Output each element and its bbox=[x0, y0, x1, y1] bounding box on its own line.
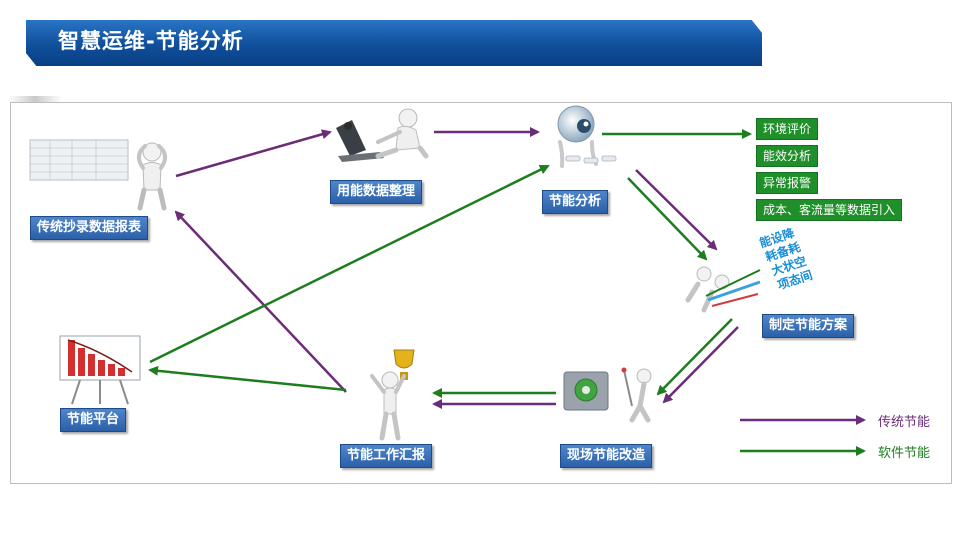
tab-shadow bbox=[8, 96, 62, 102]
arrow-platform-to-analysis-sw bbox=[149, 164, 550, 364]
platform-illustration bbox=[59, 335, 141, 405]
software-arrows bbox=[148, 129, 752, 398]
node-plan-label: 制定节能方案 bbox=[762, 314, 855, 338]
output-tag: 环境评价 bbox=[756, 118, 819, 140]
output-tag: 成本、客流量等数据引入 bbox=[756, 199, 903, 221]
node-retrofit-label: 现场节能改造 bbox=[560, 444, 653, 468]
report-illustration bbox=[29, 139, 167, 211]
laptop-illustration bbox=[336, 108, 429, 162]
arrow-analysis-to-plan-sw bbox=[627, 177, 708, 261]
header-banner bbox=[26, 20, 762, 66]
trophy-illustration bbox=[370, 349, 415, 441]
output-tag: 异常报警 bbox=[756, 172, 819, 194]
node-analysis-label: 节能分析 bbox=[542, 190, 609, 214]
retrofit-illustration bbox=[563, 367, 652, 423]
node-summary-label: 节能工作汇报 bbox=[340, 444, 433, 468]
traditional-arrows bbox=[174, 127, 739, 409]
arrow-analysis-to-plan bbox=[635, 169, 718, 251]
plan-illustration bbox=[685, 266, 761, 313]
arrow-plan-to-retrofit-sw bbox=[656, 318, 733, 396]
arrow-summary-to-report bbox=[174, 210, 347, 393]
arrow-report-to-organize bbox=[175, 129, 332, 178]
legend-traditional-label: 传统节能 bbox=[878, 415, 931, 430]
diagram-frame bbox=[10, 102, 952, 484]
node-platform-label: 节能平台 bbox=[60, 408, 127, 432]
output-tag: 能效分析 bbox=[756, 145, 819, 167]
node-organize-label: 用能数据整理 bbox=[330, 180, 423, 204]
page-title: 智慧运维-节能分析 bbox=[58, 29, 244, 53]
legend-software-label: 软件节能 bbox=[878, 446, 931, 461]
arrow-plan-to-retrofit bbox=[662, 326, 739, 404]
node-report-label: 传统抄录数据报表 bbox=[30, 216, 149, 240]
arrow-summary-to-platform-sw bbox=[148, 365, 347, 392]
eye-illustration bbox=[557, 105, 617, 168]
